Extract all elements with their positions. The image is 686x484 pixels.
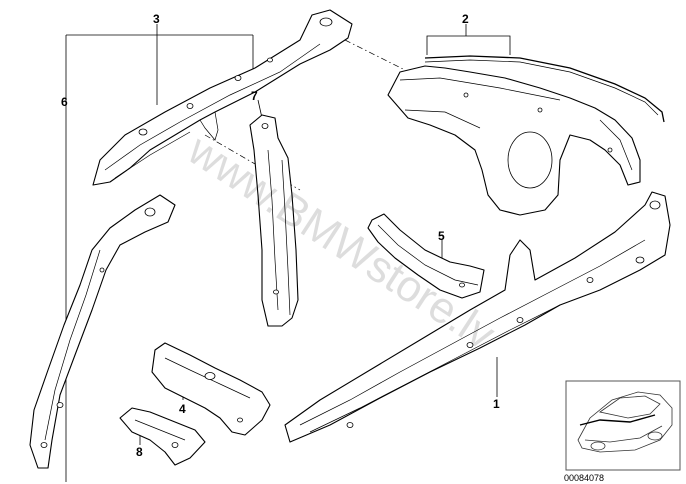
alignment-line-1 xyxy=(344,39,406,71)
part-1-side-sill xyxy=(284,191,671,443)
callouts: 3 2 6 7 5 4 1 8 xyxy=(61,12,500,459)
part-8-small-bracket xyxy=(119,407,206,466)
leader-2-bracket xyxy=(426,35,511,55)
callout-8: 8 xyxy=(136,445,143,459)
part-4-crossmember xyxy=(151,342,271,436)
part-7-b-pillar xyxy=(249,114,299,327)
callout-5: 5 xyxy=(438,229,445,243)
callout-6: 6 xyxy=(61,95,68,109)
part-5-bracket xyxy=(367,213,485,299)
callout-4: 4 xyxy=(179,402,186,416)
document-number: 00084078 xyxy=(564,473,604,483)
callout-7: 7 xyxy=(251,89,258,103)
leader-lines xyxy=(65,24,511,482)
part-2-rear-side-panel xyxy=(387,55,665,216)
callout-2: 2 xyxy=(462,12,469,26)
part-3-roof-rail xyxy=(92,9,353,186)
part-6-a-pillar xyxy=(29,194,176,469)
callout-3: 3 xyxy=(153,12,160,26)
watermark: www.BMWstore.lv xyxy=(179,125,504,360)
callout-1: 1 xyxy=(493,397,500,411)
vehicle-thumbnail: 00084078 xyxy=(564,380,681,483)
